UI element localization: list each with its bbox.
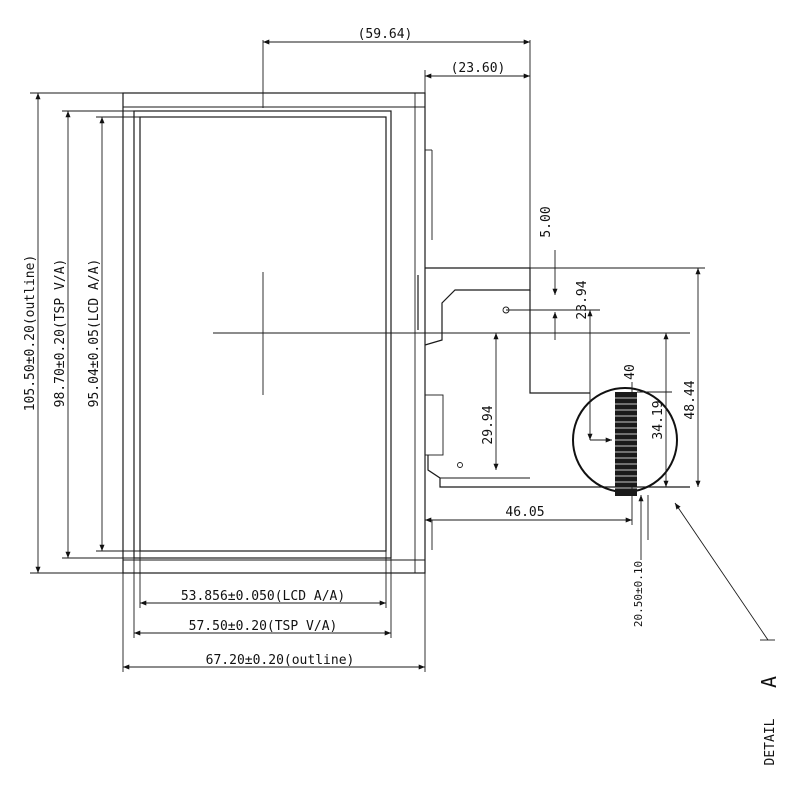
dim-outline-width: 67.20±0.20(outline): [122, 573, 426, 672]
detail-a-leader: A DETAIL: [674, 502, 781, 765]
dim-tsp-va-height: 98.70±0.20(TSP V/A): [53, 110, 134, 559]
fpc-contacts: [615, 392, 637, 496]
dim-label: (59.64): [358, 27, 413, 42]
tsp-viewing-area: [133, 110, 392, 559]
dim-fpc-width: 20.50±0.10: [632, 495, 649, 627]
dim-tsp-va-width: 57.50±0.20(TSP V/A): [133, 558, 392, 638]
dim-label: 23.94: [575, 280, 590, 319]
dim-overall-width-ref: (59.64): [262, 27, 531, 268]
dim-label: 95.04±0.05(LCD A/A): [87, 259, 102, 408]
dim-fpc-pitch: 40: [623, 364, 638, 392]
detail-a-circle: [572, 387, 678, 496]
fpc-stiffener: [424, 394, 444, 456]
dim-label: (23.60): [451, 61, 506, 76]
dim-label: 29.94: [481, 405, 496, 444]
dim-fpc-tail-height: 29.94: [481, 333, 499, 470]
dim-label: 48.44: [683, 380, 698, 419]
dim-label: 5.00: [539, 206, 554, 237]
fpc-connector: [417, 267, 690, 488]
dim-lcd-aa-height: 95.04±0.05(LCD A/A): [87, 116, 140, 552]
dim-label: 53.856±0.050(LCD A/A): [181, 589, 345, 604]
dim-outline-height: 105.50±0.20(outline): [23, 92, 123, 574]
dim-fpc-top-step: 5.00: [539, 206, 558, 340]
dim-fpc-total-height: 48.44: [530, 267, 705, 487]
dim-label: 57.50±0.20(TSP V/A): [189, 619, 338, 634]
dim-label: 40: [623, 364, 638, 380]
dim-label: 67.20±0.20(outline): [206, 653, 355, 668]
dim-fpc-hole-distance: 23.94: [506, 280, 600, 440]
dim-label: 105.50±0.20(outline): [23, 255, 38, 412]
dim-lcd-aa-width: 53.856±0.050(LCD A/A): [139, 551, 387, 608]
dim-label: 34.19: [651, 400, 666, 439]
dim-fpc-offset-ref: (23.60): [424, 61, 530, 93]
dim-label: 98.70±0.20(TSP V/A): [53, 259, 68, 408]
dim-label: 20.50±0.10: [632, 561, 645, 627]
detail-label: DETAIL: [763, 718, 778, 765]
dim-label: 46.05: [505, 505, 544, 520]
dim-fpc-horizontal: 46.05: [425, 487, 633, 525]
panel-body: [122, 92, 690, 574]
lcd-active-area: [139, 116, 387, 552]
dim-fpc-contact-height: 34.19: [637, 333, 672, 487]
detail-marker: A: [757, 676, 781, 688]
